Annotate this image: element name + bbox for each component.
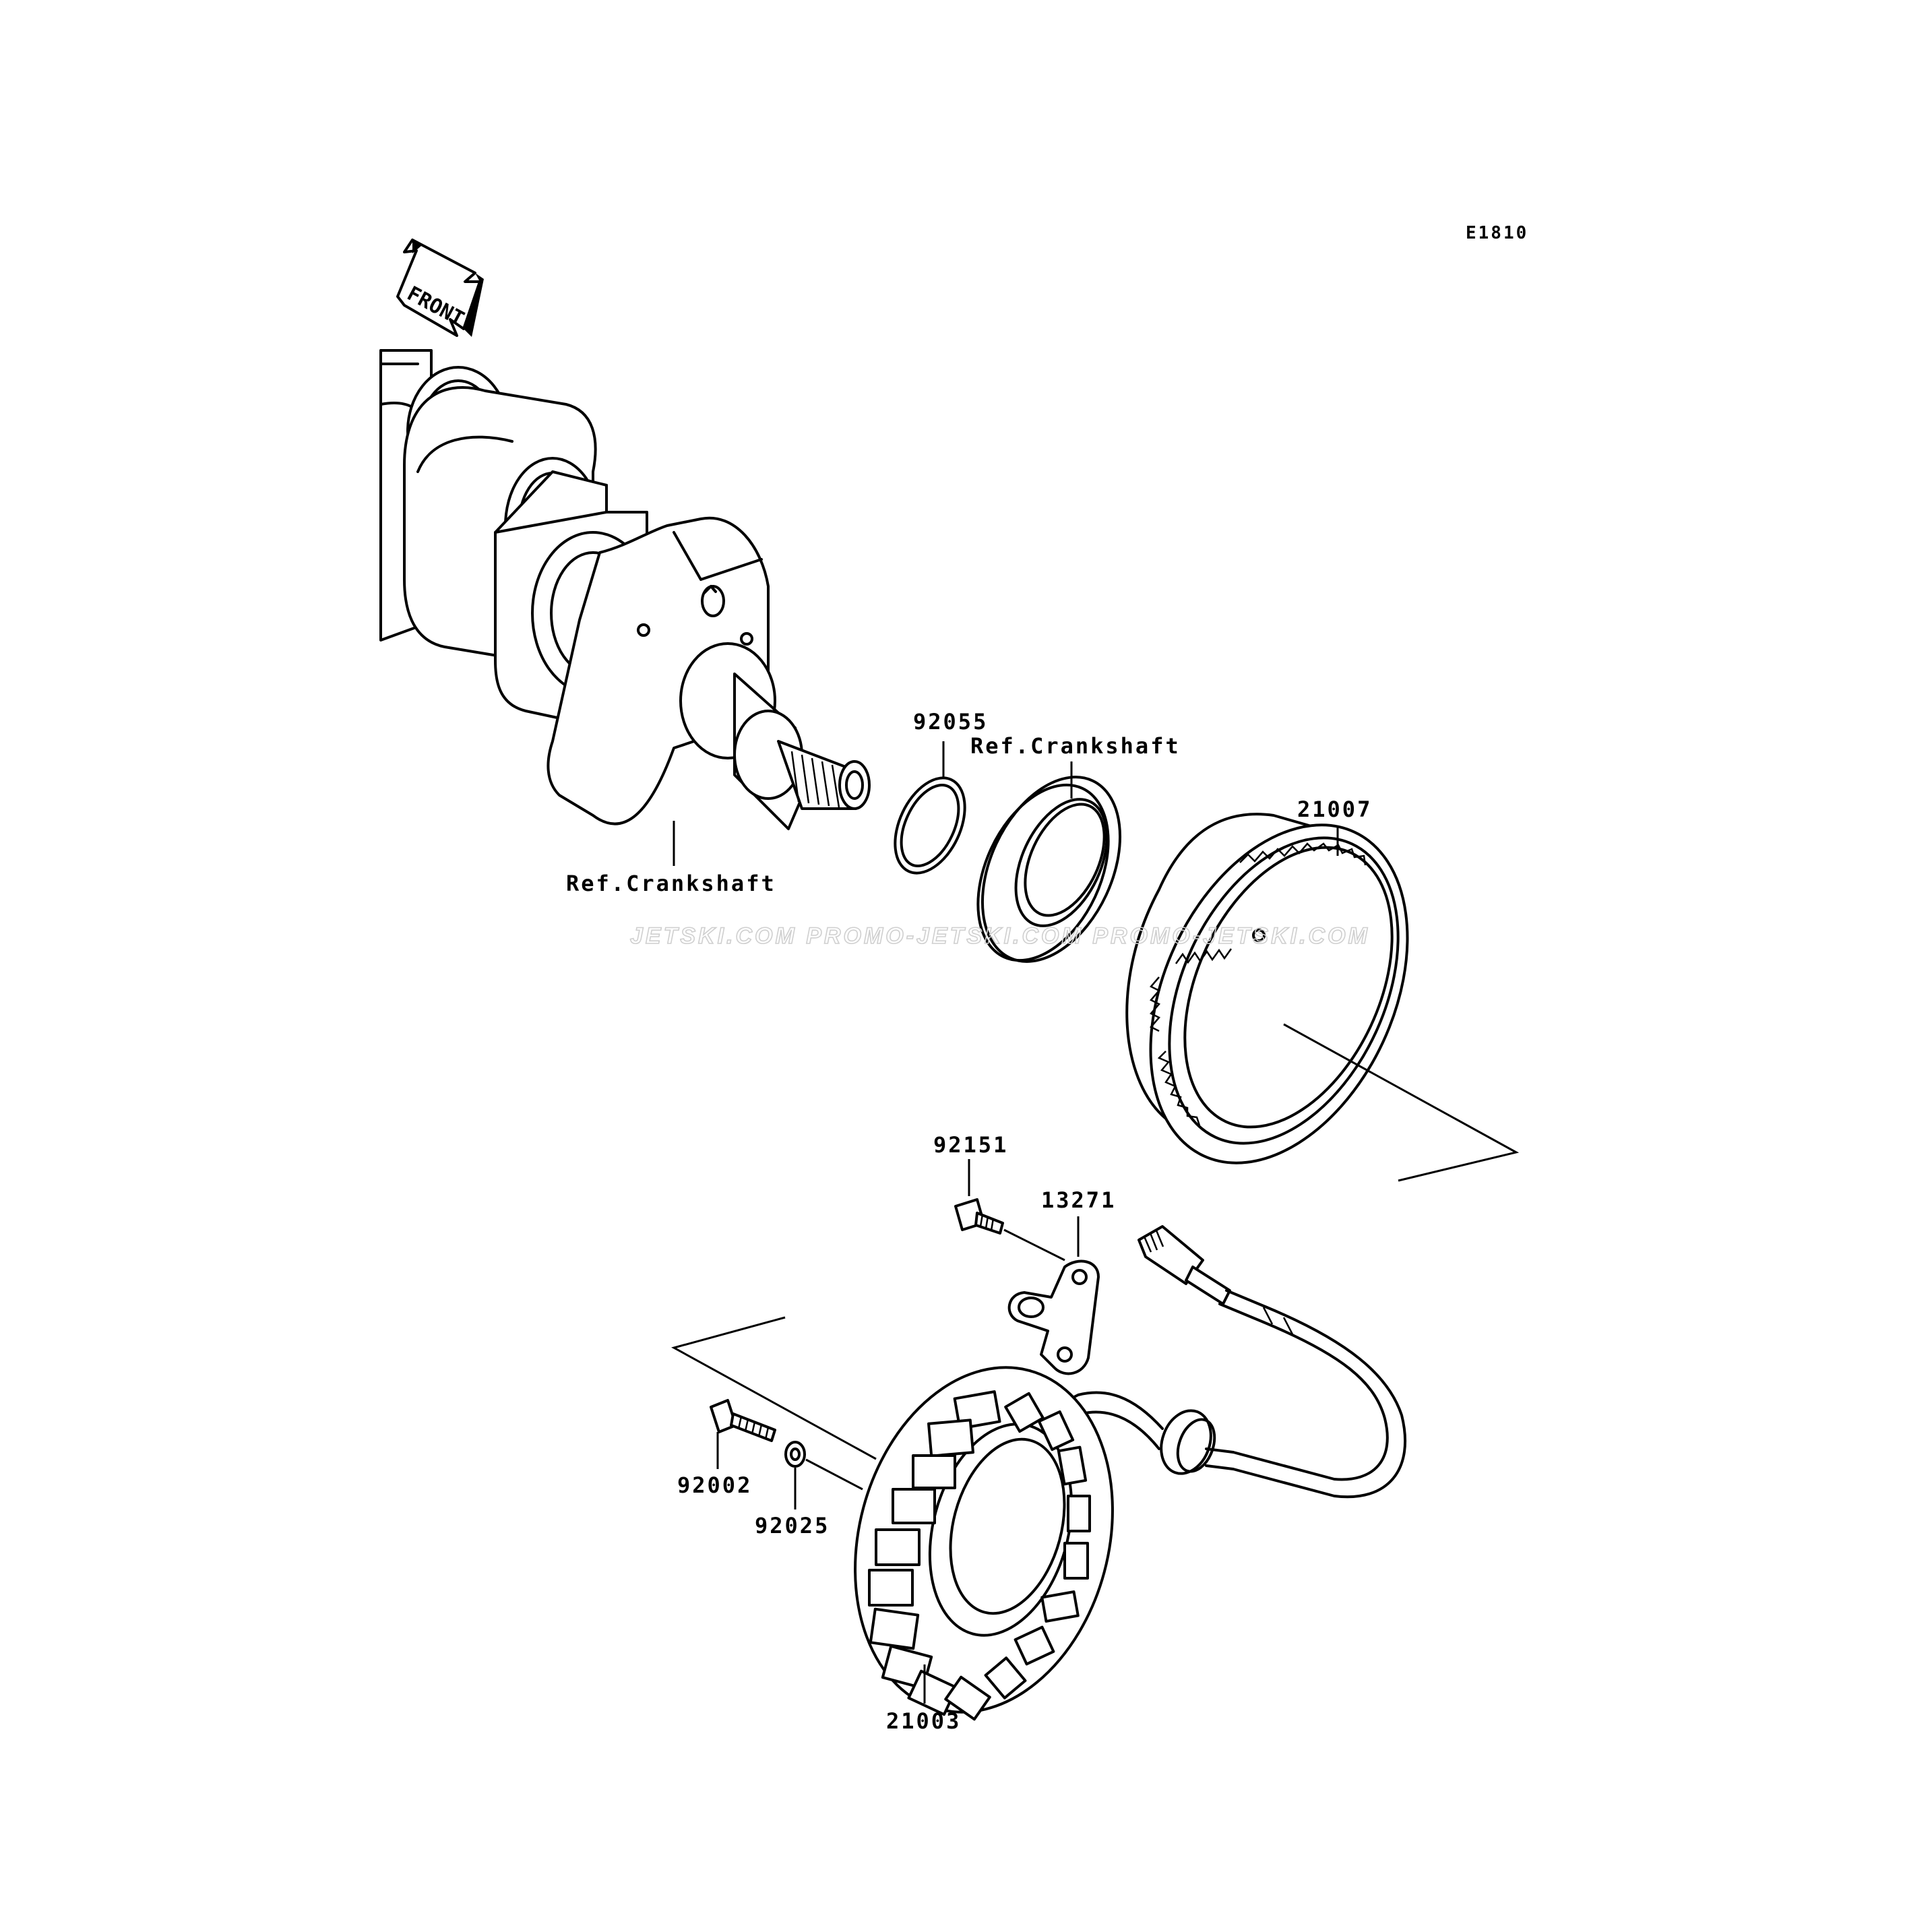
part-number-92151: 92151	[933, 1132, 1008, 1158]
washer-92025	[784, 1441, 863, 1509]
stator-21003	[854, 1366, 1114, 1721]
screw-92151	[954, 1159, 1065, 1261]
part-number-21003: 21003	[886, 1708, 961, 1734]
crankshaft	[379, 349, 871, 866]
plate-13271	[1007, 1216, 1100, 1375]
front-arrow-icon: FRONT	[396, 239, 484, 337]
ref-crankshaft-label-right: Ref.Crankshaft	[970, 733, 1181, 759]
part-number-21007: 21007	[1297, 797, 1372, 822]
part-number-13271: 13271	[1041, 1187, 1116, 1213]
flywheel-teeth	[1150, 842, 1367, 1126]
o-ring-92055	[894, 741, 966, 875]
part-number-92025: 92025	[755, 1513, 830, 1538]
diagram-code: E1810	[1466, 223, 1528, 243]
harness-connector	[1050, 1225, 1407, 1499]
stator-coils	[868, 1390, 1091, 1721]
bolt-92002	[710, 1399, 776, 1469]
flywheel-rotor-21007	[1125, 813, 1520, 1182]
part-number-92002: 92002	[677, 1472, 752, 1498]
part-number-92055: 92055	[913, 709, 988, 735]
watermark: JETSKI.COM PROMO-JETSKI.COM PROMO-JETSKI…	[630, 923, 1370, 949]
ref-crankshaft-label-left: Ref.Crankshaft	[566, 871, 776, 896]
oil-seal	[976, 761, 1122, 963]
